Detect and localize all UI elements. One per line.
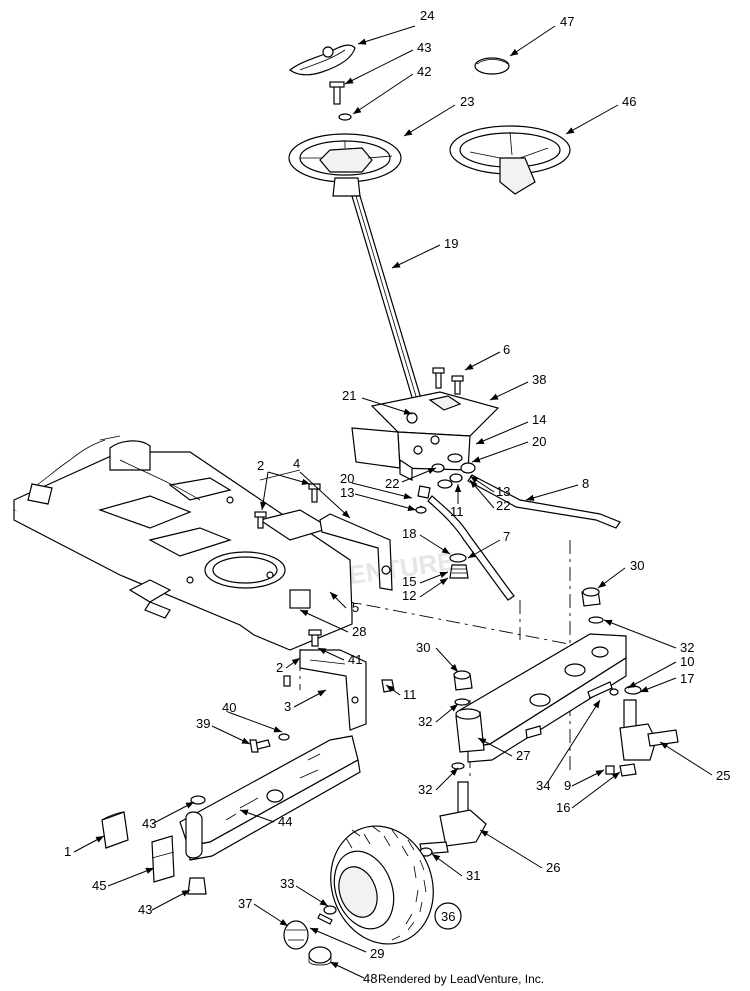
bolt-34 xyxy=(525,681,613,739)
bushing-1 xyxy=(101,811,129,849)
cap-43-lower xyxy=(187,877,207,895)
front-wheel xyxy=(330,825,434,945)
bolt-39 xyxy=(249,739,271,753)
callout-43c: 43 xyxy=(138,902,152,917)
callout-32b: 32 xyxy=(418,714,432,729)
callout-42: 42 xyxy=(417,64,431,79)
callout-32c: 32 xyxy=(418,782,432,797)
callout-12: 12 xyxy=(402,588,416,603)
callout-41: 41 xyxy=(348,652,362,667)
callout-44: 44 xyxy=(278,814,292,829)
callout-48: 48 xyxy=(363,971,377,986)
callout-8: 8 xyxy=(582,476,589,491)
callout-19: 19 xyxy=(444,236,458,251)
callout-1: 1 xyxy=(64,844,71,859)
frame xyxy=(13,435,353,651)
callout-32: 32 xyxy=(680,640,694,655)
steering-cap-24 xyxy=(289,44,356,76)
steering-wheel-23 xyxy=(288,133,402,197)
steering-wheel-46 xyxy=(449,125,571,195)
spindle-26 xyxy=(419,781,487,855)
callout-7: 7 xyxy=(503,529,510,544)
bolt-6 xyxy=(432,367,464,395)
washer-33 xyxy=(317,905,337,925)
callout-43b: 43 xyxy=(142,816,156,831)
cap-48 xyxy=(308,946,332,966)
callout-39: 39 xyxy=(196,716,210,731)
callout-9: 9 xyxy=(564,778,571,793)
bolts-2 xyxy=(254,483,321,529)
callout-18: 18 xyxy=(402,526,416,541)
footer-credit: Rendered by LeadVenture, Inc. xyxy=(378,972,545,986)
callout-36: 36 xyxy=(441,909,455,924)
callout-29: 29 xyxy=(370,946,384,961)
callout-21: 21 xyxy=(342,388,356,403)
cap-47 xyxy=(474,57,510,75)
washer-42 xyxy=(338,113,352,121)
callout-15: 15 xyxy=(402,574,416,589)
callout-14: 14 xyxy=(532,412,546,427)
callout-47: 47 xyxy=(560,14,574,29)
steering-bracket-38 xyxy=(351,391,500,481)
callout-23: 23 xyxy=(460,94,474,109)
steering-shaft-19 xyxy=(351,195,423,405)
callout-labels: 24 47 43 42 23 46 19 6 38 21 14 20 22 13… xyxy=(64,8,730,986)
callout-circle-36 xyxy=(434,902,462,930)
callout-45: 45 xyxy=(92,878,106,893)
front-axle-44 xyxy=(179,735,361,861)
callout-27: 27 xyxy=(516,748,530,763)
cap-30-lower xyxy=(453,670,473,691)
callout-20b: 20 xyxy=(340,471,354,486)
drag-link-8 xyxy=(467,474,621,529)
callout-11b: 11 xyxy=(403,687,417,702)
cap-43-upper xyxy=(190,795,206,805)
leaders xyxy=(73,25,713,979)
spindle-25 xyxy=(605,685,679,777)
tie-rod-7 xyxy=(427,495,515,601)
callout-33: 33 xyxy=(280,876,294,891)
callout-6: 6 xyxy=(503,342,510,357)
callout-5: 5 xyxy=(352,600,359,615)
callout-13: 13 xyxy=(496,484,510,499)
callout-4: 4 xyxy=(293,456,300,471)
front-axle-27 xyxy=(455,633,627,763)
callout-31: 31 xyxy=(466,868,480,883)
callout-24: 24 xyxy=(420,8,434,23)
callout-20: 20 xyxy=(532,434,546,449)
callout-30b: 30 xyxy=(416,640,430,655)
screw-43-top xyxy=(329,81,345,105)
callout-2: 2 xyxy=(257,458,264,473)
callout-2b: 2 xyxy=(276,660,283,675)
callout-3: 3 xyxy=(284,699,291,714)
callout-16: 16 xyxy=(556,800,570,815)
callout-22: 22 xyxy=(385,476,399,491)
cap-30-upper xyxy=(581,587,601,607)
bracket-4 xyxy=(319,513,393,591)
washer-32-upper xyxy=(588,616,604,624)
callout-34: 34 xyxy=(536,778,550,793)
callout-43: 43 xyxy=(417,40,431,55)
callout-38: 38 xyxy=(532,372,546,387)
washer-40 xyxy=(278,733,290,741)
callout-10: 10 xyxy=(680,654,694,669)
callout-37: 37 xyxy=(238,896,252,911)
callout-13b: 13 xyxy=(340,485,354,500)
callout-25: 25 xyxy=(716,768,730,783)
callout-30: 30 xyxy=(630,558,644,573)
callout-22b: 22 xyxy=(496,498,510,513)
callout-46: 46 xyxy=(622,94,636,109)
hardware-cluster xyxy=(415,453,476,514)
callout-26: 26 xyxy=(546,860,560,875)
callout-40: 40 xyxy=(222,700,236,715)
washer-32-lower xyxy=(451,698,470,770)
bracket-41 xyxy=(299,649,367,731)
callout-11: 11 xyxy=(450,504,464,519)
spindle-45 xyxy=(151,835,175,883)
callout-17: 17 xyxy=(680,671,694,686)
hub-cap-37 xyxy=(283,920,309,950)
callout-28: 28 xyxy=(352,624,366,639)
